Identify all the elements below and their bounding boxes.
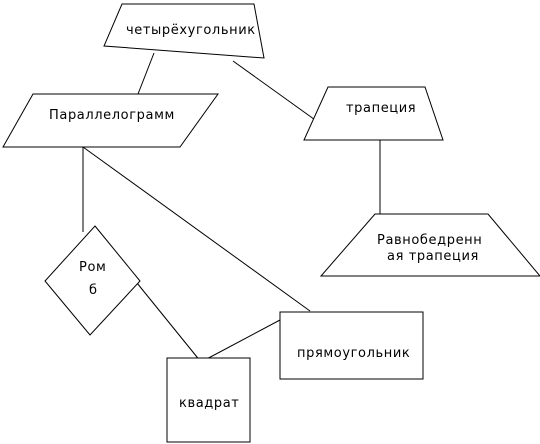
rhombus-label-line1: Ром [79,260,106,275]
isosceles-trapezoid-label-line2: ая трапеция [387,249,479,264]
trapezoid-node [303,86,444,141]
edge-quadrilateral-parallelogram [137,52,155,95]
rhombus-node [44,225,141,336]
square-label: квадрат [179,396,239,411]
parallelogram-label: Параллелограмм [49,108,175,123]
rhombus-label-line2: б [89,283,98,298]
edge-rectangle-square [200,319,281,363]
isosceles-trapezoid-label-line1: Равнобедренн [377,233,482,248]
quadrilateral-label: четырёхугольник [126,23,256,38]
rectangle-label: прямоугольник [297,346,410,361]
edge-parallelogram-rectangle [82,146,311,312]
square-node [166,357,251,443]
edge-rhombus-square [136,282,202,363]
rectangle-node [279,311,424,380]
trapezoid-label: трапеция [346,101,416,116]
quadrilateral-node [103,3,265,59]
parallelogram-node [2,93,219,148]
edge-quadrilateral-trapezoid [232,60,319,123]
isosceles-trapezoid-node [319,213,540,277]
